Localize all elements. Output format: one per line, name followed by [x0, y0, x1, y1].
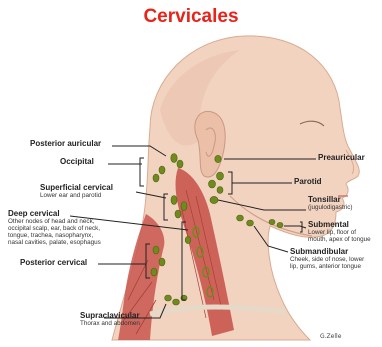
label-supraclavicular: Supraclavicular Thorax and abdomen — [80, 312, 140, 328]
node-submandibular — [237, 215, 244, 221]
node-preauricular — [215, 155, 221, 162]
node-posterior-cervical — [153, 246, 159, 254]
node-deep-cervical-surface — [185, 236, 191, 243]
node-submandibular — [247, 220, 254, 226]
label-occipital: Occipital — [60, 158, 94, 167]
label-parotid: Parotid — [294, 178, 322, 187]
node-tonsillar — [210, 196, 218, 203]
node-superficial-cervical — [171, 196, 177, 205]
node-supraclavicular — [165, 295, 172, 301]
label-preauricular: Preauricular — [318, 154, 365, 163]
node-submental — [269, 219, 275, 224]
node-parotid — [217, 187, 223, 194]
node-posterior-cervical — [159, 258, 165, 266]
label-tonsillar: Tonsillar (jugulodigastric) — [308, 196, 352, 212]
node-parotid — [217, 172, 224, 180]
node-submental — [277, 222, 283, 227]
label-superficial-cervical: Superficial cervical Lower ear and parot… — [40, 184, 113, 200]
node-occipital — [153, 174, 159, 182]
node-posterior-auricular — [177, 160, 183, 168]
label-deep-cervical: Deep cervical Other nodes of head and ne… — [8, 210, 101, 246]
node-parotid — [209, 180, 216, 188]
label-submental: Submental Lower lip, floor of mouth, ape… — [308, 221, 371, 244]
node-posterior-cervical — [151, 268, 157, 276]
artist-signature: G.Zelle — [320, 333, 342, 340]
node-supraclavicular — [173, 299, 180, 305]
node-occipital — [159, 166, 165, 174]
node-superficial-cervical — [175, 210, 181, 218]
node-posterior-auricular — [171, 154, 177, 163]
label-submandibular: Submandibular Cheek, side of nose, lower… — [290, 248, 364, 271]
label-posterior-auricular: Posterior auricular — [30, 140, 101, 149]
label-posterior-cervical: Posterior cervical — [20, 259, 87, 268]
node-superficial-cervical — [181, 202, 187, 211]
